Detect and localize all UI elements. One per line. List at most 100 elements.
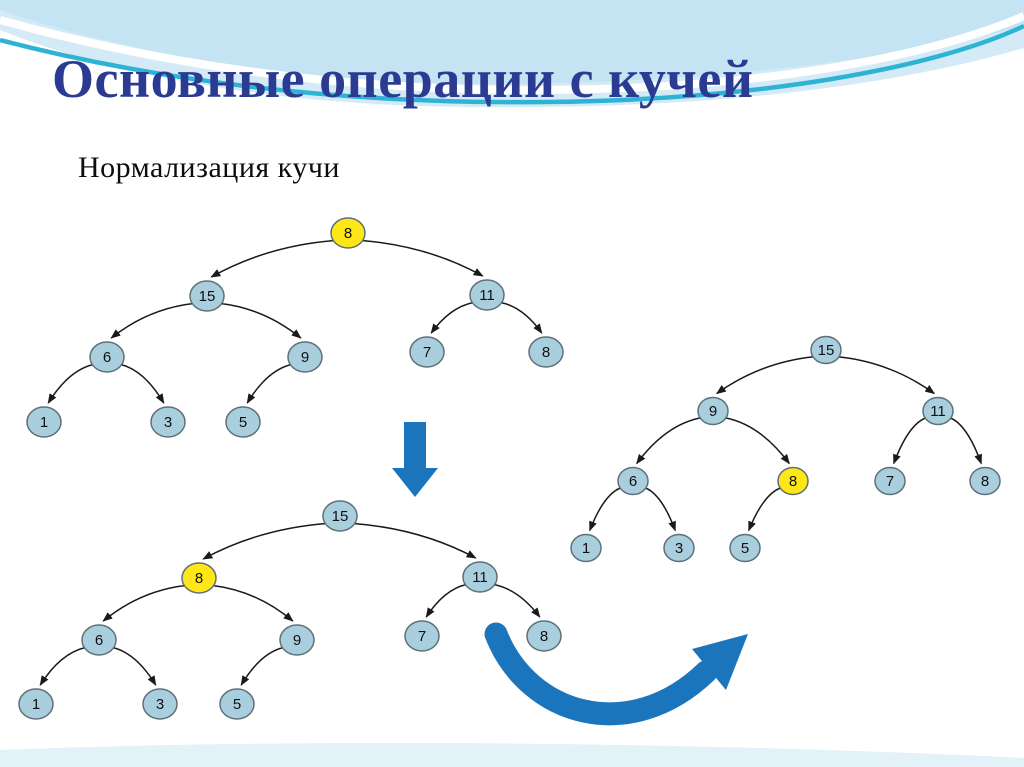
heap-node: 11 xyxy=(469,279,505,311)
tree-edge xyxy=(361,239,484,277)
node-ellipse xyxy=(81,624,117,656)
node-ellipse xyxy=(225,406,261,438)
node-ellipse xyxy=(469,279,505,311)
heap-node: 1 xyxy=(570,533,602,563)
heap-node: 5 xyxy=(729,533,761,563)
tree-edge xyxy=(47,363,94,404)
slide-subtitle: Нормализация кучи xyxy=(78,151,340,184)
node-value: 5 xyxy=(741,540,749,557)
tree-edge xyxy=(220,302,302,339)
heap-node: 15 xyxy=(322,500,358,532)
node-value: 5 xyxy=(239,414,247,431)
wave-bottom xyxy=(0,743,1024,767)
node-value: 8 xyxy=(195,570,203,587)
heap-node: 5 xyxy=(225,406,261,438)
heap-node: 15 xyxy=(189,280,225,312)
node-value: 15 xyxy=(332,508,349,525)
tree-edge xyxy=(39,646,86,686)
node-value: 7 xyxy=(886,473,894,490)
node-value: 9 xyxy=(301,349,309,366)
heap-node: 7 xyxy=(874,466,906,496)
node-ellipse xyxy=(617,466,649,496)
wave-line-teal xyxy=(0,23,1024,105)
node-value: 1 xyxy=(40,414,48,431)
heap-node: 11 xyxy=(462,561,498,593)
node-ellipse xyxy=(528,336,564,368)
node-ellipse xyxy=(697,396,729,426)
node-value: 3 xyxy=(164,414,172,431)
heap-node: 8 xyxy=(526,620,562,652)
node-value: 8 xyxy=(540,628,548,645)
wave-band-inner xyxy=(0,0,1024,85)
tree-edge xyxy=(202,522,327,560)
node-value: 3 xyxy=(675,540,683,557)
tree-edge xyxy=(724,417,790,465)
node-value: 11 xyxy=(479,287,495,304)
heap-node: 7 xyxy=(409,336,445,368)
node-ellipse xyxy=(89,341,125,373)
tree-edge xyxy=(212,584,294,622)
tree-edge xyxy=(949,417,982,465)
tree-edge xyxy=(112,646,157,686)
node-value: 9 xyxy=(709,403,717,420)
node-value: 1 xyxy=(32,696,40,713)
tree-edge xyxy=(715,356,815,395)
heap-node-highlight: 8 xyxy=(181,562,217,594)
node-value: 6 xyxy=(103,349,111,366)
heap-node: 1 xyxy=(18,688,54,720)
node-ellipse xyxy=(150,406,186,438)
node-value: 8 xyxy=(542,344,550,361)
heap-node: 6 xyxy=(81,624,117,656)
node-value: 7 xyxy=(418,628,426,645)
down-arrow xyxy=(392,422,438,497)
node-value: 6 xyxy=(95,632,103,649)
node-ellipse xyxy=(18,688,54,720)
heap-node: 7 xyxy=(404,620,440,652)
heap-node: 11 xyxy=(922,396,954,426)
tree-edge xyxy=(430,301,474,334)
node-ellipse xyxy=(663,533,695,563)
node-ellipse xyxy=(330,217,366,249)
node-value: 15 xyxy=(818,342,835,359)
heap-node-highlight: 8 xyxy=(777,466,809,496)
node-ellipse xyxy=(26,406,62,438)
heap-node: 15 xyxy=(810,335,842,365)
node-value: 6 xyxy=(629,473,637,490)
tree-edge xyxy=(110,302,194,339)
tree-heap-after-second-swap: 15 9 11 6 8 7 8 1 3 5 xyxy=(570,335,1001,563)
node-ellipse xyxy=(189,280,225,312)
node-ellipse xyxy=(287,341,323,373)
curved-arrow-head xyxy=(692,634,748,690)
tree-edge xyxy=(353,522,477,559)
node-value: 15 xyxy=(199,288,216,305)
node-ellipse xyxy=(969,466,1001,496)
tree-edge xyxy=(493,583,541,618)
node-ellipse xyxy=(322,500,358,532)
node-ellipse xyxy=(279,624,315,656)
tree-edge xyxy=(246,363,292,404)
heap-node: 8 xyxy=(528,336,564,368)
node-ellipse xyxy=(570,533,602,563)
node-ellipse xyxy=(462,561,498,593)
node-ellipse xyxy=(810,335,842,365)
curved-arrow xyxy=(484,622,718,726)
node-value: 5 xyxy=(233,696,241,713)
node-value: 8 xyxy=(981,473,989,490)
node-value: 11 xyxy=(472,569,488,586)
node-ellipse xyxy=(219,688,255,720)
heap-node: 1 xyxy=(26,406,62,438)
tree-heap-after-first-swap: 15 8 11 6 9 7 8 1 3 5 xyxy=(18,500,562,720)
node-value: 7 xyxy=(423,344,431,361)
heap-node: 3 xyxy=(142,688,178,720)
heap-node: 3 xyxy=(663,533,695,563)
heap-node: 9 xyxy=(697,396,729,426)
tree-edge xyxy=(425,583,467,618)
tree-edge xyxy=(748,487,782,532)
heap-node: 9 xyxy=(287,341,323,373)
node-value: 9 xyxy=(293,632,301,649)
tree-edge xyxy=(102,584,186,622)
